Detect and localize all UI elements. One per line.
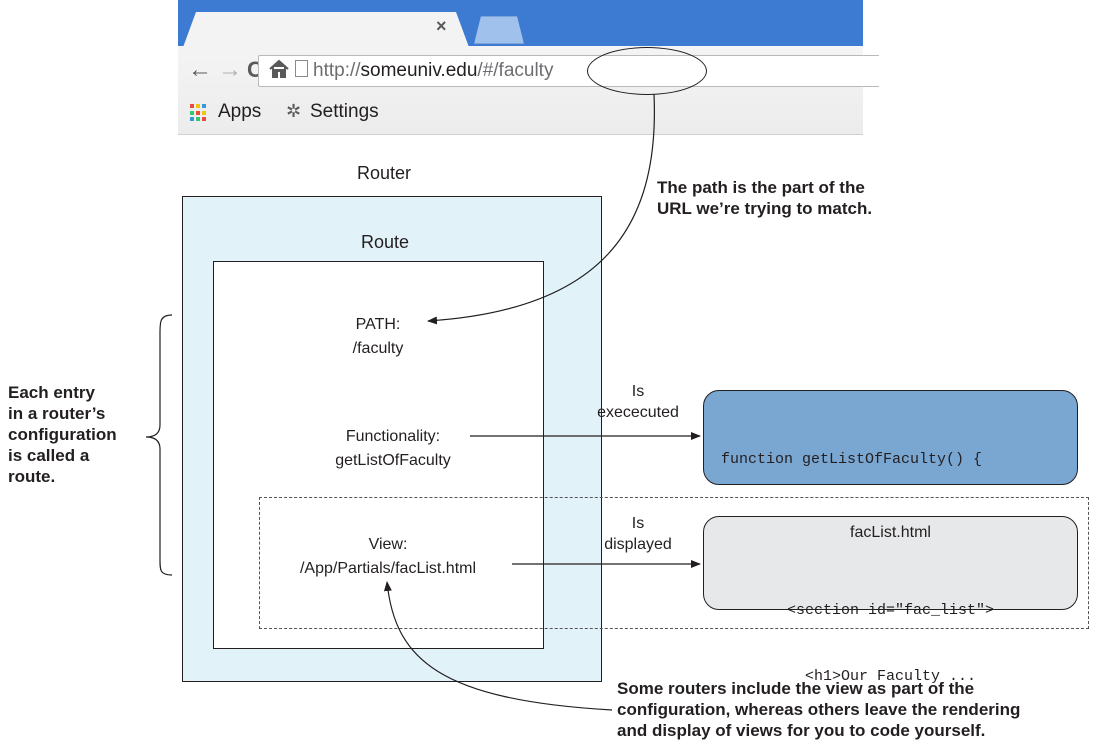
address-bar[interactable]	[258, 55, 879, 87]
view-note-arrow	[383, 581, 613, 711]
functionality-label: Functionality:	[345, 428, 441, 445]
route-box	[213, 261, 544, 649]
view-dashed-region	[259, 497, 1089, 629]
view-note: Some routers include the view as part of…	[617, 678, 1020, 741]
url-text[interactable]: http://someuniv.edu/#/faculty	[313, 60, 553, 82]
functionality-block: Functionality: getListOfFaculty	[313, 425, 473, 473]
url-path: /#/faculty	[477, 60, 554, 81]
is-executed-line-2: exececuted	[597, 404, 679, 421]
code-line: <section id="fac_list">	[786, 602, 995, 619]
function-code-box	[703, 390, 1078, 485]
back-arrow-icon[interactable]: ←	[188, 56, 212, 83]
is-displayed-label: Is displayed	[578, 513, 698, 555]
note-line: configuration	[8, 425, 117, 444]
route-note: Each entry in a router’s configuration i…	[8, 382, 117, 487]
view-block: View: /App/Partials/facList.html	[268, 533, 508, 581]
note-line: in a router’s	[8, 404, 106, 423]
path-block: PATH: /faculty	[313, 313, 443, 361]
left-curly-brace	[145, 314, 173, 576]
apps-grid-icon[interactable]	[190, 104, 208, 122]
browser-tab[interactable]	[182, 12, 470, 50]
is-displayed-line-1: Is	[631, 515, 645, 532]
view-label: View:	[368, 536, 408, 553]
url-host: someuniv.edu	[360, 60, 478, 81]
is-executed-label: Is exececuted	[578, 381, 698, 423]
path-arrow	[427, 93, 656, 325]
note-line: The path is the part of the	[657, 178, 865, 197]
note-line: URL we’re trying to match.	[657, 199, 873, 218]
gear-icon[interactable]: ✲	[286, 101, 302, 121]
close-icon[interactable]: ×	[436, 16, 447, 36]
function-code: function getListOfFaculty() { ... }	[721, 402, 982, 632]
view-value: /App/Partials/facList.html	[299, 560, 477, 577]
is-displayed-line-2: displayed	[604, 536, 672, 553]
page-icon	[295, 60, 308, 77]
view-file-name: facList.html	[850, 524, 931, 541]
path-highlight-ellipse	[587, 47, 707, 95]
note-line: and display of views for you to code you…	[617, 721, 986, 740]
note-line: route.	[8, 467, 56, 486]
functionality-value: getListOfFaculty	[335, 452, 451, 469]
forward-arrow-icon[interactable]: →	[218, 56, 242, 83]
path-label: PATH:	[355, 316, 401, 333]
bookmark-settings[interactable]: Settings	[310, 101, 379, 122]
path-note: The path is the part of the URL we’re tr…	[657, 177, 872, 219]
view-file-box	[703, 516, 1078, 610]
is-executed-line-1: Is	[631, 383, 645, 400]
bookmark-apps[interactable]: Apps	[218, 101, 262, 122]
router-title: Router	[357, 163, 412, 183]
code-line: function getListOfFaculty() {	[721, 451, 983, 468]
route-title: Route	[361, 232, 410, 252]
url-scheme: http://	[313, 60, 361, 81]
path-value: /faculty	[352, 340, 404, 357]
note-line: Some routers include the view as part of…	[617, 679, 975, 698]
code-line: <h1>Our Faculty ...	[804, 668, 977, 685]
view-code: <section id="fac_list"> <h1>Our Faculty …	[703, 556, 1078, 710]
home-icon[interactable]	[268, 58, 290, 80]
note-line: configuration, whereas others leave the …	[617, 700, 1021, 719]
note-line: Each entry	[8, 383, 95, 402]
note-line: is called a	[8, 446, 90, 465]
